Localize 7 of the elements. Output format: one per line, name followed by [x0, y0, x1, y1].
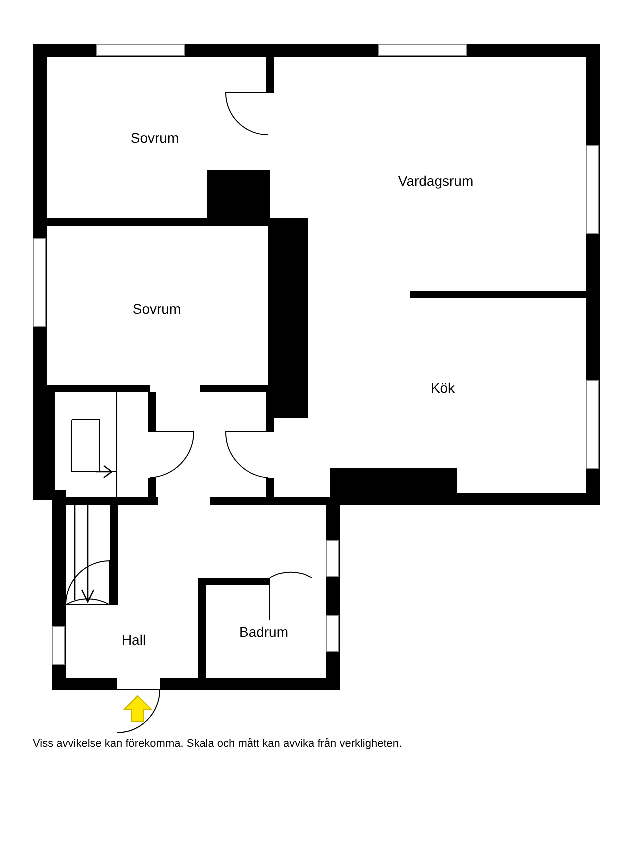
room-label: Sovrum [132, 301, 182, 317]
room-label: Sovrum [130, 130, 180, 146]
room-label: Badrum [239, 624, 289, 640]
room-label: Kök [430, 380, 456, 396]
disclaimer-text: Viss avvikelse kan förekomma. Skala och mått kan avvika från verkligheten. [33, 738, 402, 750]
room-label: Vardagsrum [398, 173, 474, 189]
room-label: Hall [122, 632, 146, 648]
